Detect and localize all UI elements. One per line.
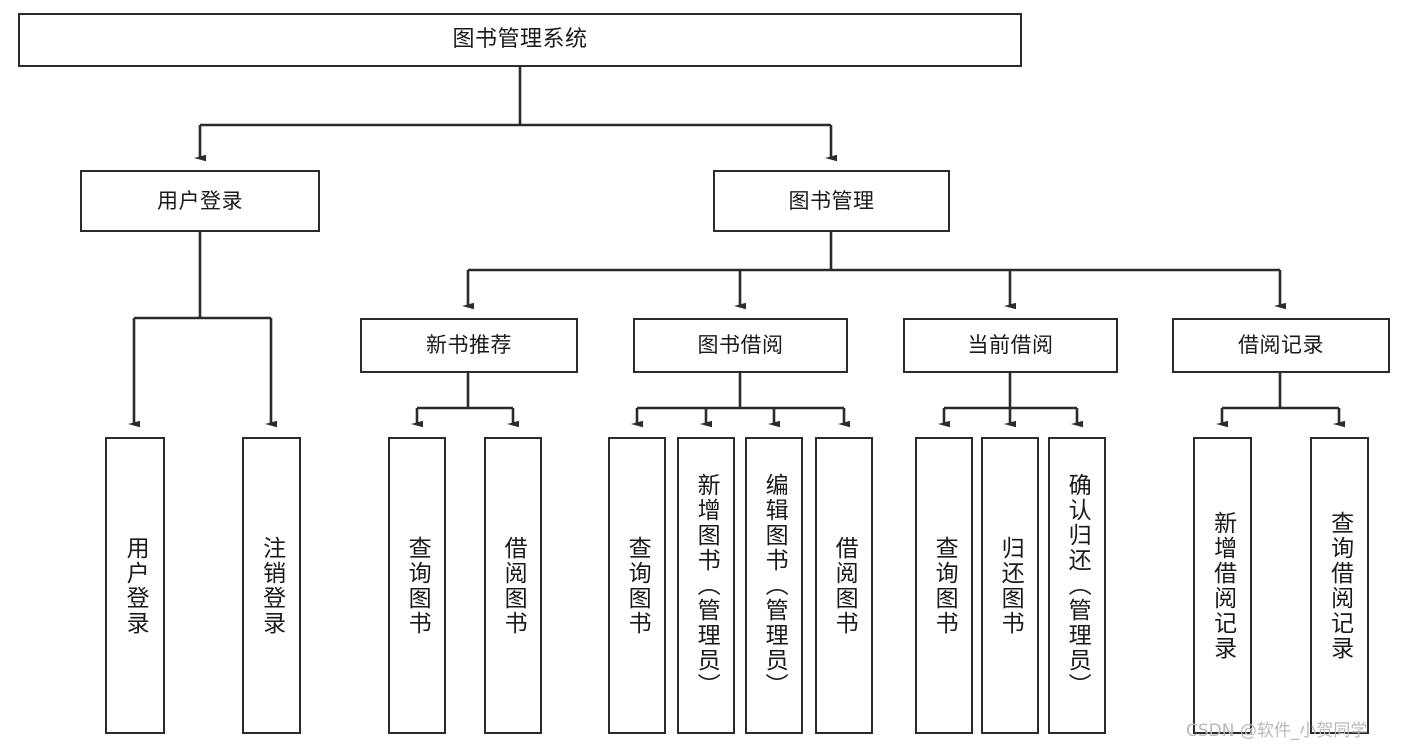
node-leaf-query-record-label: 查询借阅记录 (1326, 510, 1353, 661)
node-leaf-user-login-label: 用户登录 (122, 535, 149, 636)
node-leaf-return-book[interactable]: 归还图书 (981, 437, 1039, 734)
node-borrow-record[interactable]: 借阅记录 (1172, 318, 1390, 373)
node-leaf-borrow-book-1[interactable]: 借阅图书 (484, 437, 542, 734)
node-leaf-query-book-3[interactable]: 查询图书 (915, 437, 973, 734)
node-leaf-borrow-book-1-label: 借阅图书 (500, 535, 527, 636)
node-root[interactable]: 图书管理系统 (18, 13, 1022, 67)
node-book-manage-label: 图书管理 (788, 188, 875, 213)
node-root-label: 图书管理系统 (452, 27, 588, 53)
node-leaf-borrow-book-2-label: 借阅图书 (831, 535, 858, 636)
node-current-borrow[interactable]: 当前借阅 (903, 318, 1118, 373)
node-leaf-return-book-label: 归还图书 (997, 535, 1024, 636)
node-new-book-recommend[interactable]: 新书推荐 (360, 318, 578, 373)
node-user-login[interactable]: 用户登录 (80, 170, 320, 232)
node-leaf-add-book[interactable]: 新增图书（管理员） (677, 437, 735, 734)
node-leaf-edit-book[interactable]: 编辑图书（管理员） (745, 437, 803, 734)
node-leaf-query-book-2-label: 查询图书 (624, 535, 651, 636)
node-leaf-user-logout-label: 注销登录 (258, 535, 285, 636)
node-borrow-record-label: 借阅记录 (1238, 333, 1324, 358)
node-leaf-add-book-label: 新增图书（管理员） (693, 473, 720, 698)
node-leaf-query-book-3-label: 查询图书 (931, 535, 958, 636)
node-leaf-confirm-return-label: 确认归还（管理员） (1064, 473, 1091, 698)
node-user-login-label: 用户登录 (157, 188, 243, 213)
node-leaf-query-book-1-label: 查询图书 (404, 535, 431, 636)
node-leaf-add-record-label: 新增借阅记录 (1209, 510, 1236, 661)
node-leaf-confirm-return[interactable]: 确认归还（管理员） (1048, 437, 1106, 734)
node-leaf-user-logout[interactable]: 注销登录 (242, 437, 301, 734)
node-book-borrow[interactable]: 图书借阅 (633, 318, 848, 373)
node-leaf-query-book-2[interactable]: 查询图书 (608, 437, 666, 734)
watermark-text: CSDN @软件_小贺同学 (1186, 721, 1368, 741)
node-book-manage[interactable]: 图书管理 (713, 170, 950, 232)
node-leaf-add-record[interactable]: 新增借阅记录 (1193, 437, 1252, 734)
node-leaf-query-record[interactable]: 查询借阅记录 (1310, 437, 1369, 734)
node-new-book-recommend-label: 新书推荐 (426, 333, 512, 358)
node-leaf-edit-book-label: 编辑图书（管理员） (761, 473, 788, 698)
node-current-borrow-label: 当前借阅 (967, 333, 1054, 358)
node-leaf-borrow-book-2[interactable]: 借阅图书 (815, 437, 873, 734)
node-book-borrow-label: 图书借阅 (697, 333, 784, 358)
node-leaf-query-book-1[interactable]: 查询图书 (388, 437, 446, 734)
node-leaf-user-login[interactable]: 用户登录 (105, 437, 165, 734)
